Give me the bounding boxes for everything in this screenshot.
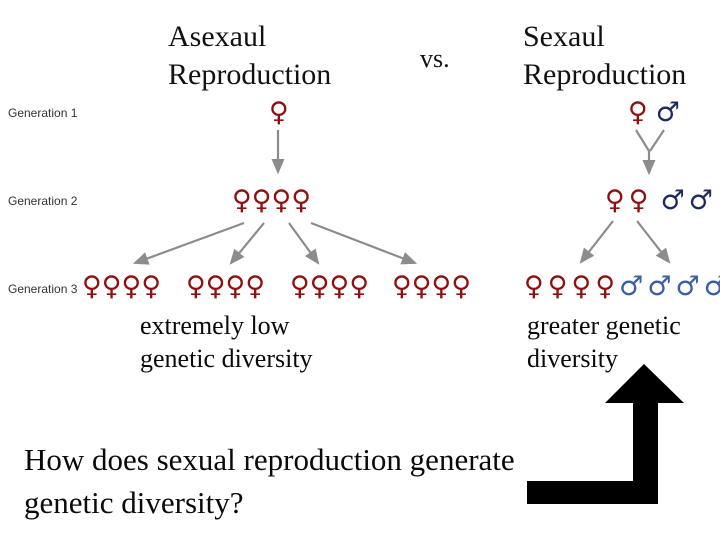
left-title: Asexaul Reproduction	[168, 18, 331, 94]
male-icon: ♂	[655, 97, 684, 128]
right-title: Sexaul Reproduction	[523, 18, 686, 94]
female-icon-row: ♀♀♀♀	[232, 185, 312, 216]
male-icon-row: ♂♂	[660, 185, 717, 216]
left-title-line1: Asexaul	[168, 20, 267, 53]
left-caption-line2: genetic diversity	[140, 344, 313, 373]
mating-line-right	[649, 129, 665, 152]
left-caption-line1: extremely low	[140, 311, 290, 340]
right-title-line1: Sexaul	[523, 20, 605, 53]
vs-label: vs.	[420, 44, 450, 73]
generation-2-label: Generation 2	[8, 194, 78, 208]
lineage-arrow-fan1	[132, 221, 245, 265]
mating-line-left	[635, 129, 650, 152]
female-icon: ♀	[269, 97, 289, 128]
generation-1-label: Generation 1	[8, 106, 78, 120]
left-caption: extremely low genetic diversity	[140, 309, 313, 375]
generation-3-label: Generation 3	[8, 282, 78, 296]
lineage-arrow-fan-right	[636, 220, 671, 264]
bent-up-arrow-icon	[527, 364, 684, 504]
female-icon-row: ♀♀♀♀	[186, 271, 266, 302]
lineage-arrow-fan2	[229, 222, 265, 265]
female-icon-row: ♀♀♀♀	[290, 271, 370, 302]
gen3-row: ♀♀♀♀♂♂♂♂	[524, 273, 720, 300]
right-title-line2: Reproduction	[523, 58, 687, 91]
question-text: How does sexual reproduction generate ge…	[24, 438, 515, 524]
female-icon-row: ♀♀♀♀	[82, 271, 162, 302]
right-caption-line1: greater genetic	[527, 311, 681, 340]
left-title-line2: Reproduction	[168, 58, 332, 91]
female-icon-row: ♀♀♀♀	[524, 271, 620, 302]
male-icon-row: ♂♂♂♂	[619, 271, 720, 302]
parents-row: ♀♂	[628, 99, 684, 126]
female-icon-row: ♀♀	[605, 185, 653, 216]
female-icon: ♀	[628, 97, 652, 128]
lineage-arrow-fan4	[310, 221, 418, 265]
right-caption-line2: diversity	[527, 344, 618, 373]
lineage-arrow-fan-left	[579, 220, 614, 264]
question-line2: genetic diversity?	[24, 485, 244, 520]
question-line1: How does sexual reproduction generate	[24, 442, 515, 477]
right-caption: greater genetic diversity	[527, 309, 681, 375]
lineage-arrow-fan3	[288, 222, 320, 265]
female-icon-row: ♀♀♀♀	[392, 271, 472, 302]
gen2-row: ♀♀♂♂	[605, 187, 717, 214]
